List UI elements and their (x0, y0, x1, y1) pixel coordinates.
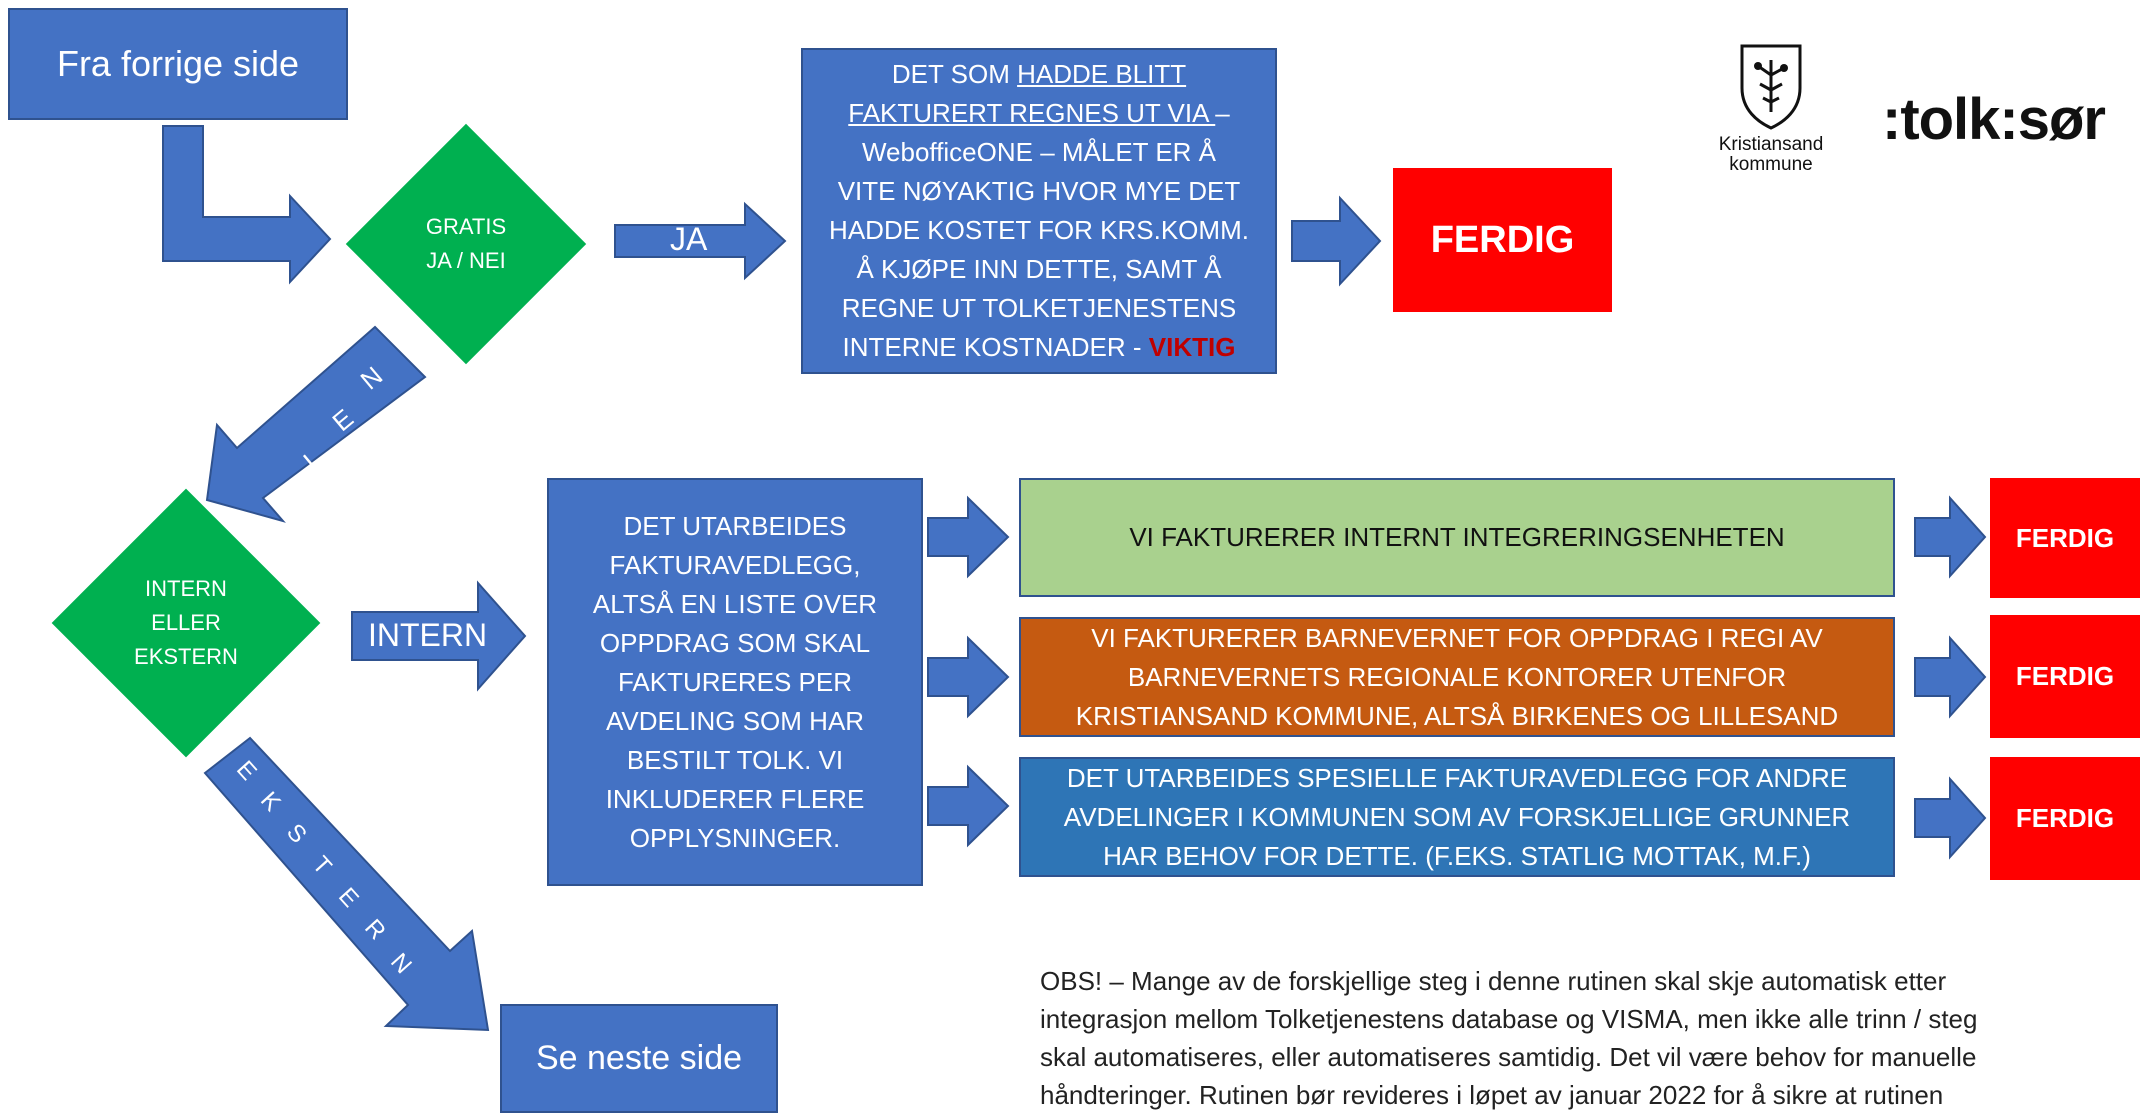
option-intern-integrering: VI FAKTURERER INTERNT INTEGRERINGSENHETE… (1019, 478, 1895, 597)
viktig-label: VIKTIG (1148, 332, 1236, 362)
note-text: OBS! – Mange av de forskjellige steg i d… (1040, 966, 1978, 1110)
next-box: Se neste side (500, 1004, 778, 1113)
arrow-option1-to-ferdig (1914, 495, 1987, 579)
option-barnevernet: VI FAKTURERER BARNEVERNET FOR OPPDRAG I … (1019, 617, 1895, 737)
ferdig-1: FERDIG (1990, 478, 2140, 598)
tolk-sor-logo: :tolk:sør (1882, 87, 2106, 152)
intern-ekstern-label: INTERN ELLER EKSTERN (134, 576, 238, 669)
arrow-option3-to-ferdig (1914, 776, 1987, 860)
ferdig-3: FERDIG (1990, 757, 2140, 880)
kristiansand-logo: Kristiansand kommune (1706, 40, 1836, 190)
start-box: Fra forrige side (8, 8, 348, 120)
arrow-ekstern (203, 736, 490, 1032)
arrow-ja (614, 201, 787, 281)
arrow-intern (351, 580, 527, 692)
arrow-to-option2 (927, 635, 1010, 719)
coat-of-arms-icon (1740, 44, 1802, 130)
ja-label: JA (670, 221, 708, 257)
arrow-start-to-gratis (162, 125, 332, 285)
start-label: Fra forrige side (56, 43, 300, 84)
intern-label: INTERN (368, 617, 488, 653)
info-box: DET SOM HADDE BLITT FAKTURERT REGNES UT … (801, 48, 1277, 374)
option-spesielle-vedlegg: DET UTARBEIDES SPESIELLE FAKTURAVEDLEGG … (1019, 757, 1895, 877)
arrow-info-to-ferdig (1291, 195, 1382, 287)
arrow-to-option1 (927, 495, 1010, 579)
arrow-nei (205, 325, 427, 523)
arrow-to-option3 (927, 764, 1010, 848)
attachment-box: DET UTARBEIDES FAKTURAVEDLEGG, ALTSÅ EN … (547, 478, 923, 886)
nei-label: N E I (297, 360, 389, 476)
ferdig-2: FERDIG (1990, 615, 2140, 738)
ferdig-main: FERDIG (1393, 168, 1612, 312)
gratis-label: GRATIS JA / NEI (425, 214, 507, 273)
arrow-option2-to-ferdig (1914, 635, 1987, 719)
